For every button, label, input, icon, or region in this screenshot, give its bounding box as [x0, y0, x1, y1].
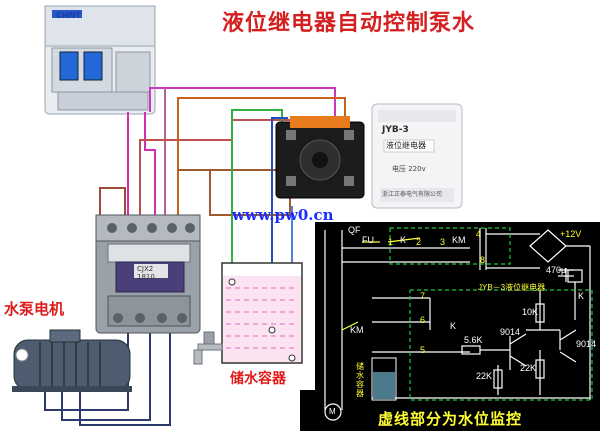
- faucet: [197, 343, 223, 351]
- relay-name-label: 液位继电器: [386, 141, 426, 150]
- pump-motor-label: 水泵电机: [4, 300, 65, 318]
- watermark-url: www.pw0.cn: [232, 206, 334, 224]
- schematic-km-contact-label: KM: [350, 325, 364, 335]
- schematic-node-1: 1: [388, 237, 394, 247]
- circuit-breaker: [44, 5, 156, 115]
- level-relay-box: [371, 103, 463, 209]
- breaker-handle-1[interactable]: [59, 51, 79, 81]
- schematic-node-7: 7: [420, 291, 426, 301]
- schematic-k-contact-label: K: [400, 235, 407, 245]
- schematic-jyb-label: JYB－3液位继电器: [478, 283, 546, 292]
- schematic-motor-label: M: [329, 407, 336, 416]
- relay-socket: [275, 116, 365, 199]
- schematic-q1-label: 9014: [500, 327, 521, 337]
- breaker-handle-2[interactable]: [83, 51, 103, 81]
- contactor-model-line1: CJX2: [137, 265, 154, 273]
- schematic-r22k-a-label: 22K: [476, 371, 493, 381]
- schematic-node-5: 5: [420, 345, 426, 355]
- schematic-node-4: 4: [476, 229, 482, 239]
- schematic-km-coil-label: KM: [452, 235, 466, 245]
- relay-maker-label: 浙江正泰电气有限公司: [382, 191, 443, 198]
- schematic-12v-label: +12V: [560, 229, 582, 239]
- schematic-r56k-label: 5.6K: [464, 335, 483, 345]
- schematic-tank-label: 储水容器: [356, 362, 364, 398]
- schematic-r22k-b-label: 22K: [520, 363, 537, 373]
- breaker-logo: [52, 10, 82, 18]
- schematic-r10k-label: 10K: [522, 307, 539, 317]
- relay-brand-label: JYB-3: [382, 125, 409, 135]
- schematic-fu-label: FU: [362, 235, 374, 245]
- schematic-node-2: 2: [416, 237, 422, 247]
- contactor: [95, 214, 201, 334]
- breaker-brand-label: CHNT: [56, 11, 81, 20]
- schematic-node-6: 6: [420, 315, 426, 325]
- schematic-q2-label: 9014: [576, 339, 597, 349]
- schematic-qf-label: QF: [348, 225, 361, 235]
- footer-caption: 虚线部分为水位监控: [378, 410, 523, 428]
- schematic-k-switch-label: K: [450, 321, 457, 331]
- schematic-panel: [300, 222, 600, 431]
- schematic-cap-label: 470μ: [546, 265, 567, 275]
- contactor-model-line2: 1810: [137, 273, 155, 281]
- schematic-node-8: 8: [480, 255, 486, 265]
- water-tank-label: 储水容器: [230, 371, 286, 387]
- schematic-node-3: 3: [440, 237, 446, 247]
- water-tank: [193, 262, 303, 365]
- relay-voltage-label: 电压 220v: [392, 165, 426, 173]
- schematic-k-coil-label: K: [578, 291, 585, 301]
- pump-motor: [12, 329, 132, 392]
- page-title: 液位继电器自动控制泵水: [222, 10, 476, 36]
